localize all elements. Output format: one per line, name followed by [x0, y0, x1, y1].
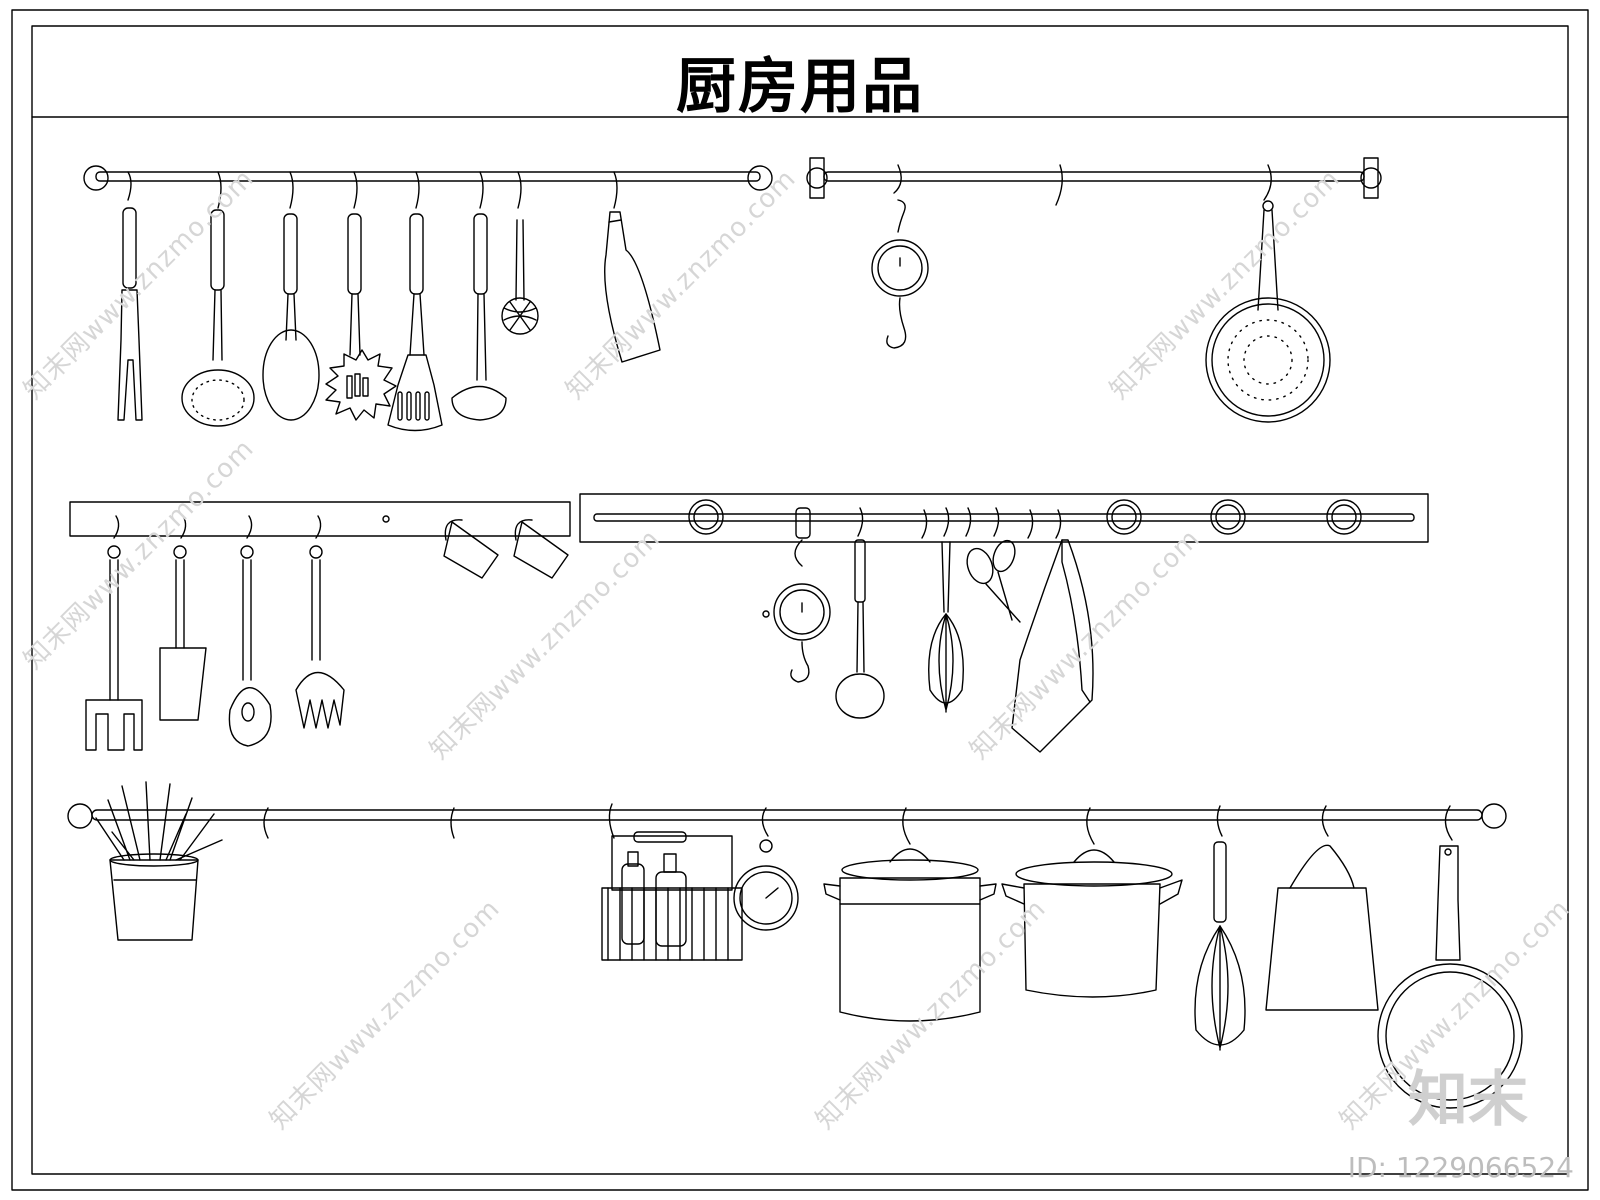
scissors-icon [963, 508, 1020, 622]
slotted-spoon-icon [326, 172, 396, 420]
mug-icon [514, 520, 568, 578]
fork-icon [118, 172, 142, 420]
skimmer-icon [182, 172, 254, 426]
mug-icon [444, 520, 498, 578]
whisk-icon [929, 508, 964, 712]
rail-1-left [84, 166, 772, 190]
rail-2-left [70, 502, 570, 536]
ladle-icon [836, 508, 884, 718]
page-title: 厨房用品 [676, 52, 924, 122]
towel-icon [1012, 540, 1093, 752]
hook-scale-icon [872, 165, 928, 348]
rail-3 [68, 804, 1506, 838]
stock-pot-icon [824, 808, 996, 1021]
spoon-icon [263, 172, 319, 420]
tote-bag-icon [1266, 806, 1378, 1010]
timer-icon [734, 808, 798, 930]
stock-pot-icon [1002, 808, 1182, 997]
document-id: ID: 1229066524 [1347, 1151, 1574, 1184]
fork-icon [86, 516, 142, 750]
spatula-icon [388, 172, 442, 431]
spoon-icon [296, 516, 344, 728]
spatula-icon [160, 516, 206, 720]
whisk-icon [502, 172, 538, 334]
rail-2-right [580, 494, 1428, 542]
whisk-icon [1195, 806, 1245, 1050]
strainer-icon [1206, 165, 1330, 422]
spoon-icon [229, 516, 271, 746]
bottle-icon [605, 172, 660, 362]
caddy-icon [602, 804, 742, 960]
ladle-icon [452, 172, 506, 420]
rail-1-right [807, 158, 1381, 205]
outer-frame [12, 10, 1588, 1190]
plant-pot-icon [96, 782, 222, 940]
brand-watermark: 知末 [1408, 1065, 1528, 1135]
hook-scale-icon [763, 508, 830, 682]
inner-frame [32, 26, 1568, 1174]
frying-pan-icon [1378, 806, 1522, 1108]
